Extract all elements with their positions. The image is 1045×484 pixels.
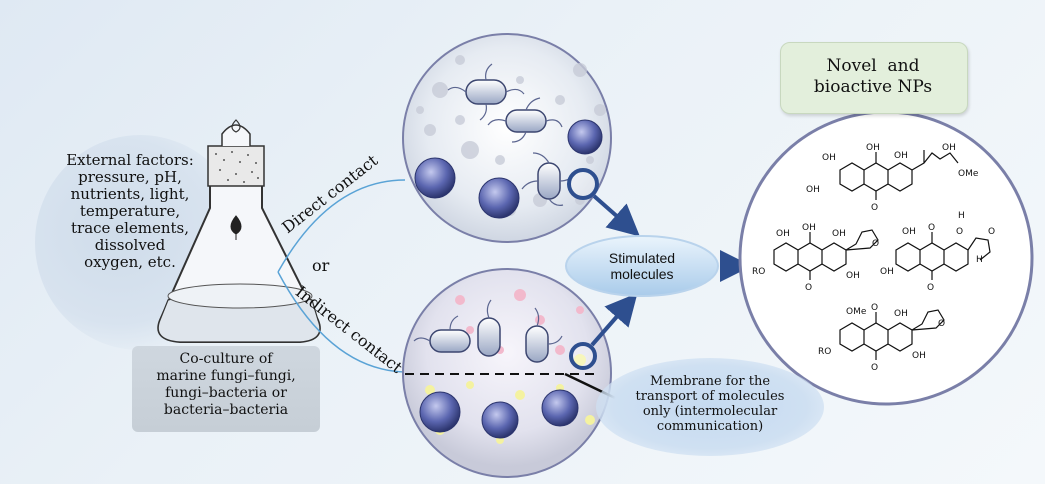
indirect-connector: [277, 271, 406, 373]
svg-text:OH: OH: [912, 351, 926, 361]
caption-line: marine fungi–fungi,: [156, 368, 296, 384]
svg-text:O: O: [938, 319, 945, 329]
novel-nps-box: [780, 42, 968, 114]
magnifier-icon: [567, 168, 599, 200]
factor-line: nutrients, light,: [70, 185, 190, 203]
novel-line: bioactive NPs: [813, 77, 933, 97]
arrow-to-stimulated-2: [590, 292, 638, 347]
membrane-note: Membrane for the transport of molecules …: [610, 374, 810, 434]
structure-2-labels: OH OH OH RO O OH O: [752, 223, 879, 293]
svg-text:OH: OH: [806, 185, 820, 195]
svg-text:OMe: OMe: [958, 169, 979, 179]
factor-line: oxygen, etc.: [84, 253, 176, 271]
svg-text:H: H: [976, 255, 983, 265]
svg-text:RO: RO: [752, 267, 765, 277]
svg-text:O: O: [872, 239, 879, 249]
svg-text:OH: OH: [894, 151, 908, 161]
membrane-line: transport of molecules: [635, 389, 785, 404]
svg-text:OH: OH: [802, 223, 816, 233]
svg-text:OH: OH: [832, 229, 846, 239]
structure-3: [895, 232, 991, 280]
svg-text:OH: OH: [902, 227, 916, 237]
membrane-line: only (intermolecular: [642, 404, 778, 419]
svg-text:O: O: [871, 203, 878, 213]
svg-text:O: O: [928, 223, 935, 233]
factor-line: pressure, pH,: [78, 168, 182, 186]
svg-text:H: H: [958, 211, 965, 221]
svg-text:RO: RO: [818, 347, 831, 357]
svg-text:O: O: [871, 303, 878, 313]
factor-line: dissolved: [94, 236, 166, 254]
membrane-line: Membrane for the: [649, 374, 771, 389]
svg-text:O: O: [927, 283, 934, 293]
coculture-caption-box: [132, 346, 320, 432]
flask: [157, 119, 321, 343]
factor-line: trace elements,: [71, 219, 189, 237]
structure-3-labels: OH O O OH O H H O: [880, 211, 995, 293]
svg-text:OMe: OMe: [846, 307, 867, 317]
membrane-line: communication): [656, 419, 764, 434]
arrow-to-stimulated-1: [592, 194, 640, 237]
svg-text:OH: OH: [822, 153, 836, 163]
svg-text:OH: OH: [880, 267, 894, 277]
structure-2: [773, 229, 879, 280]
svg-text:OH: OH: [846, 271, 860, 281]
svg-text:OH: OH: [894, 309, 908, 319]
factor-line: temperature,: [79, 202, 181, 220]
caption-line: Co-culture of: [179, 351, 273, 367]
magnifier-icon: [569, 342, 597, 370]
structure-4: [839, 309, 945, 360]
caption-line: fungi–bacteria or: [165, 385, 287, 401]
svg-text:OH: OH: [776, 229, 790, 239]
stimulated-molecules-label: Stimulated molecules: [572, 250, 712, 282]
svg-text:O: O: [988, 227, 995, 237]
svg-text:OH: OH: [942, 143, 956, 153]
svg-text:O: O: [956, 227, 963, 237]
svg-text:O: O: [871, 363, 878, 373]
direct-connector: [277, 179, 406, 273]
novel-line: Novel and: [826, 56, 920, 76]
stim-line: Stimulated: [608, 250, 676, 266]
direct-contact-dish: [402, 33, 612, 243]
or-label: or: [312, 256, 330, 275]
coculture-caption: Co-culture of marine fungi–fungi, fungi–…: [132, 351, 320, 419]
factor-line: External factors:: [66, 151, 194, 169]
svg-text:O: O: [805, 283, 812, 293]
svg-text:OH: OH: [866, 143, 880, 153]
structure-1: [839, 150, 959, 200]
caption-line: bacteria–bacteria: [163, 402, 289, 418]
products-circle: [738, 110, 1034, 406]
stimulated-molecules-bubble: [565, 235, 719, 297]
stim-line: molecules: [610, 266, 674, 282]
external-factors-text: External factors: pressure, pH, nutrient…: [55, 152, 205, 271]
structure-4-labels: OMe O OH RO O OH O: [818, 303, 945, 373]
indirect-contact-dish: [402, 268, 612, 478]
membrane-note-bubble: [596, 358, 824, 456]
structure-1-labels: OH OH OH OH O OH OMe: [806, 143, 979, 213]
novel-nps-title: Novel and bioactive NPs: [780, 56, 966, 98]
